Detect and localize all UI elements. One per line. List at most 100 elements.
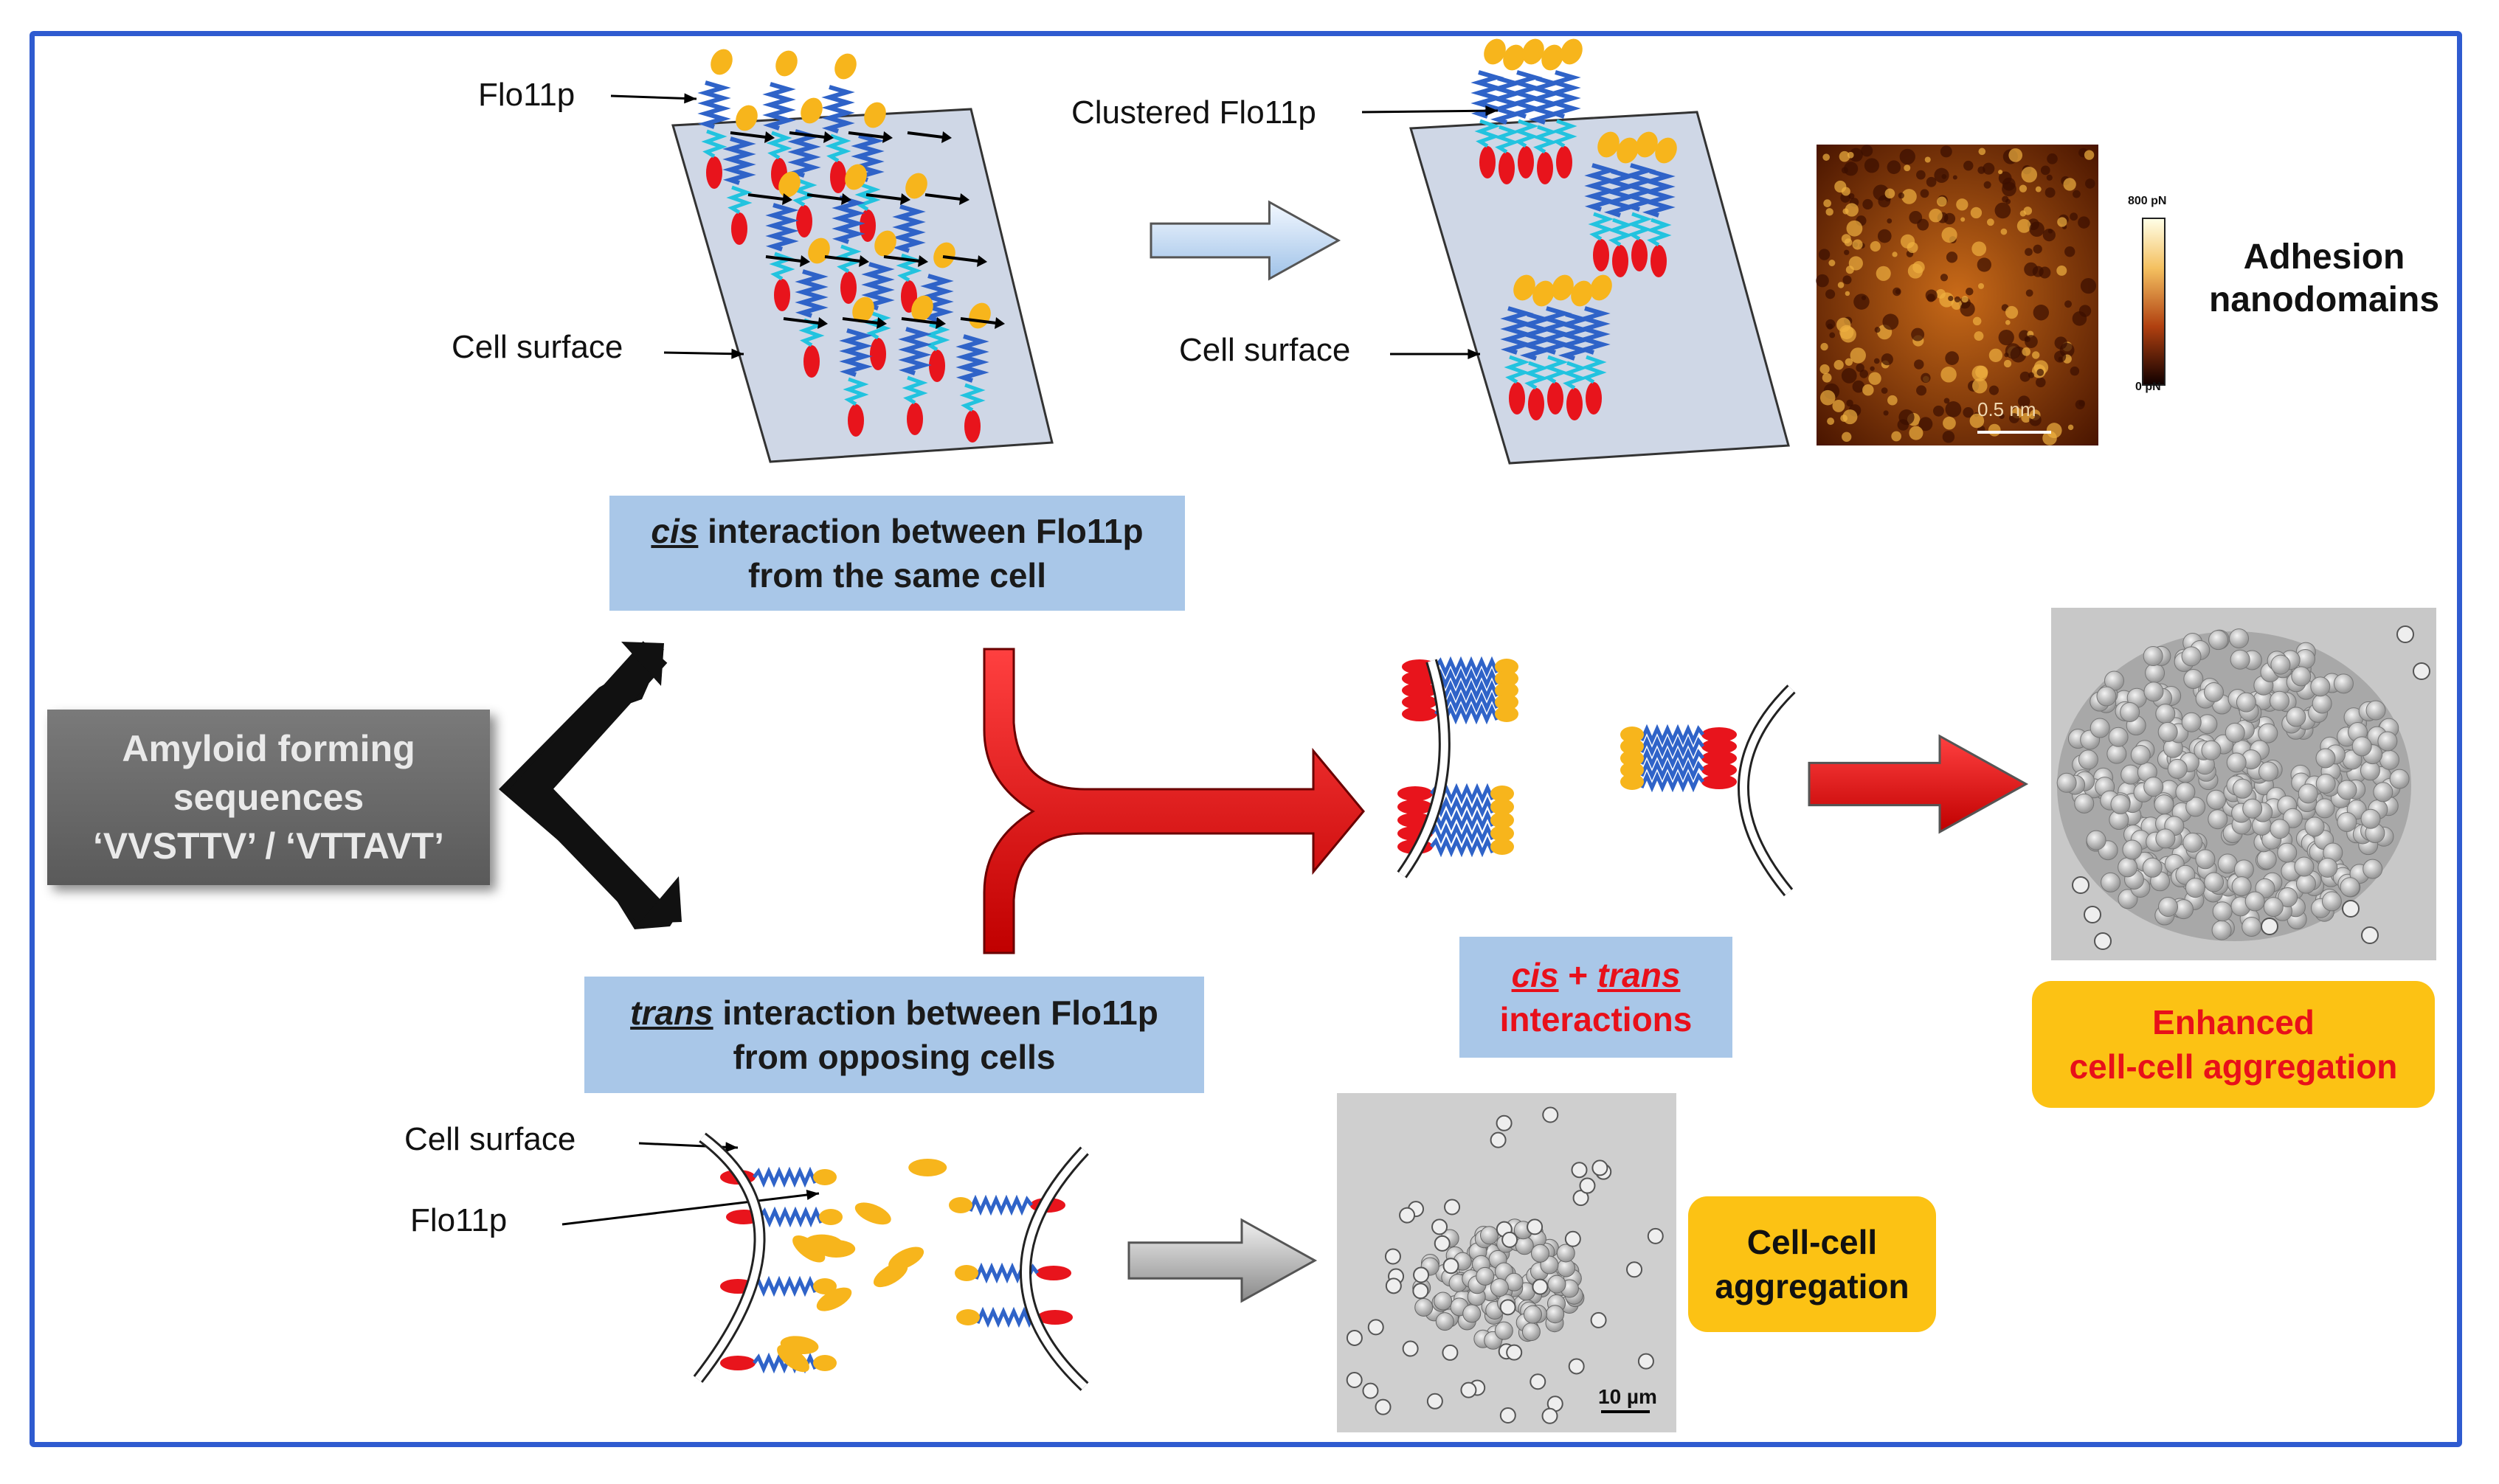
yeast-cell bbox=[2208, 809, 2228, 830]
interaction-arrow-small bbox=[824, 255, 861, 263]
protein-red-domain bbox=[1036, 1266, 1071, 1280]
afm-speckle bbox=[1924, 156, 1931, 163]
afm-speckle bbox=[2036, 369, 2045, 376]
yeast-cell-free bbox=[1460, 1381, 1477, 1398]
afm-speckle bbox=[2000, 228, 2008, 235]
cis-trans-box: cis + trans interactions bbox=[1459, 937, 1732, 1058]
protein-cyan-linker bbox=[1588, 212, 1614, 241]
protein-blue-helix bbox=[765, 203, 799, 252]
yeast-cell bbox=[2206, 789, 2227, 810]
afm-speckle bbox=[2054, 350, 2067, 363]
afm-speckle bbox=[1827, 417, 1835, 426]
afm-speckle bbox=[2021, 412, 2031, 423]
interaction-arrowhead-small bbox=[859, 255, 869, 267]
afm-speckle bbox=[2039, 266, 2051, 279]
afm-speckle bbox=[2045, 187, 2056, 198]
yeast-cell-free bbox=[1444, 1199, 1461, 1216]
afm-speckle bbox=[2029, 413, 2035, 420]
yeast-cell-free bbox=[1590, 1311, 1607, 1328]
protein-helix bbox=[758, 1206, 823, 1228]
protein-yellow-head bbox=[1620, 762, 1644, 778]
yeast-cell-free bbox=[2261, 918, 2278, 935]
yeast-cell-free bbox=[1346, 1329, 1363, 1346]
enhanced-aggregation-box: Enhanced cell-cell aggregation bbox=[2032, 981, 2435, 1108]
flo11p-trans bbox=[956, 1306, 1073, 1328]
flo11p-protein-top-left bbox=[795, 237, 830, 378]
yeast-cell bbox=[2185, 878, 2205, 898]
afm-speckle bbox=[1822, 153, 1831, 161]
flo11p-clustered-bottom bbox=[1500, 274, 1535, 415]
yeast-cell bbox=[1530, 1244, 1549, 1263]
afm-speckle bbox=[1971, 241, 1987, 257]
flo11p-clustered-middle bbox=[1622, 131, 1658, 271]
yeast-cell bbox=[2295, 873, 2316, 894]
yeast-cell bbox=[2101, 872, 2121, 892]
afm-speckle bbox=[1960, 301, 1975, 317]
protein-blue-helix bbox=[1642, 169, 1676, 218]
protein-red-domain bbox=[720, 1356, 756, 1370]
cell-membrane-arcs bbox=[693, 659, 1796, 1391]
protein-yellow-head bbox=[911, 295, 933, 322]
cis-line2: from the same cell bbox=[748, 556, 1046, 594]
afm-speckle bbox=[1873, 358, 1880, 364]
protein-yellow-head bbox=[813, 1169, 837, 1185]
yeast-cell bbox=[2208, 630, 2229, 651]
yeast-cell-free bbox=[1532, 1278, 1549, 1295]
protein-blue-helix bbox=[861, 262, 895, 311]
afm-speckle bbox=[1887, 395, 1898, 406]
afm-speckle bbox=[1956, 198, 1969, 211]
afm-speckle bbox=[1862, 384, 1874, 396]
protein-blue-helix bbox=[1528, 76, 1562, 125]
microscopy-images bbox=[1337, 145, 2436, 1432]
protein-cyan-linker bbox=[1551, 119, 1577, 148]
afm-speckle bbox=[2005, 319, 2011, 325]
trans-keyword: trans bbox=[630, 994, 713, 1032]
afm-speckle bbox=[2056, 265, 2067, 276]
trans-interaction-box: trans interaction between Flo11p from op… bbox=[584, 977, 1204, 1093]
afm-speckle bbox=[2033, 305, 2050, 321]
protein-yellow-head bbox=[1495, 670, 1518, 687]
yeast-cell bbox=[1556, 1244, 1575, 1263]
afm-speckle bbox=[1943, 212, 1956, 225]
protein-yellow-head bbox=[1560, 38, 1583, 65]
yeast-cell bbox=[2315, 773, 2336, 794]
yeast-cell bbox=[2333, 673, 2354, 694]
afm-speckle bbox=[1970, 207, 1983, 219]
interaction-arrow-small bbox=[942, 255, 979, 263]
afm-speckle bbox=[1899, 148, 1915, 165]
yeast-cell bbox=[2130, 744, 2151, 765]
afm-speckle bbox=[1870, 366, 1875, 371]
yeast-cell bbox=[2286, 707, 2306, 727]
flo11p-free-head bbox=[816, 1287, 852, 1311]
afm-speckle bbox=[1893, 287, 1901, 297]
yeast-cell bbox=[2229, 628, 2250, 649]
afm-speckle bbox=[2035, 186, 2042, 193]
afm-speckle bbox=[1954, 296, 1961, 303]
yeast-cell-free bbox=[1431, 1218, 1448, 1235]
afm-speckle bbox=[1912, 261, 1925, 274]
yeast-cell bbox=[2204, 682, 2225, 702]
flo11p-cis-trans-right bbox=[1620, 724, 1737, 746]
cell-arc-bottom-left bbox=[695, 1134, 764, 1382]
afm-speckle bbox=[1921, 372, 1931, 383]
protein-yellow-head bbox=[1495, 682, 1518, 698]
flo11p-clustered-top bbox=[1490, 44, 1525, 184]
afm-speckle bbox=[1943, 398, 1950, 404]
flo11p-protein-top-left bbox=[697, 49, 733, 189]
protein-red-domain bbox=[1631, 239, 1648, 271]
protein-red-domain bbox=[1397, 786, 1433, 801]
protein-helix bbox=[1639, 724, 1704, 746]
flo11p-clustered-top bbox=[1528, 44, 1563, 184]
yeast-cell-free bbox=[1579, 1177, 1596, 1194]
afm-speckle bbox=[1932, 405, 1944, 417]
protein-cyan-linker bbox=[902, 375, 928, 405]
yeast-cell bbox=[2256, 849, 2277, 870]
protein-yellow-head bbox=[775, 50, 798, 77]
afm-speckle bbox=[1848, 193, 1855, 199]
protein-red-domain bbox=[1701, 751, 1737, 766]
afm-speckle bbox=[1856, 363, 1864, 372]
protein-yellow-head bbox=[1620, 774, 1644, 790]
afm-speckle bbox=[2040, 165, 2050, 176]
yeast-cell bbox=[2337, 780, 2357, 800]
yeast-cell-free bbox=[2413, 662, 2430, 680]
